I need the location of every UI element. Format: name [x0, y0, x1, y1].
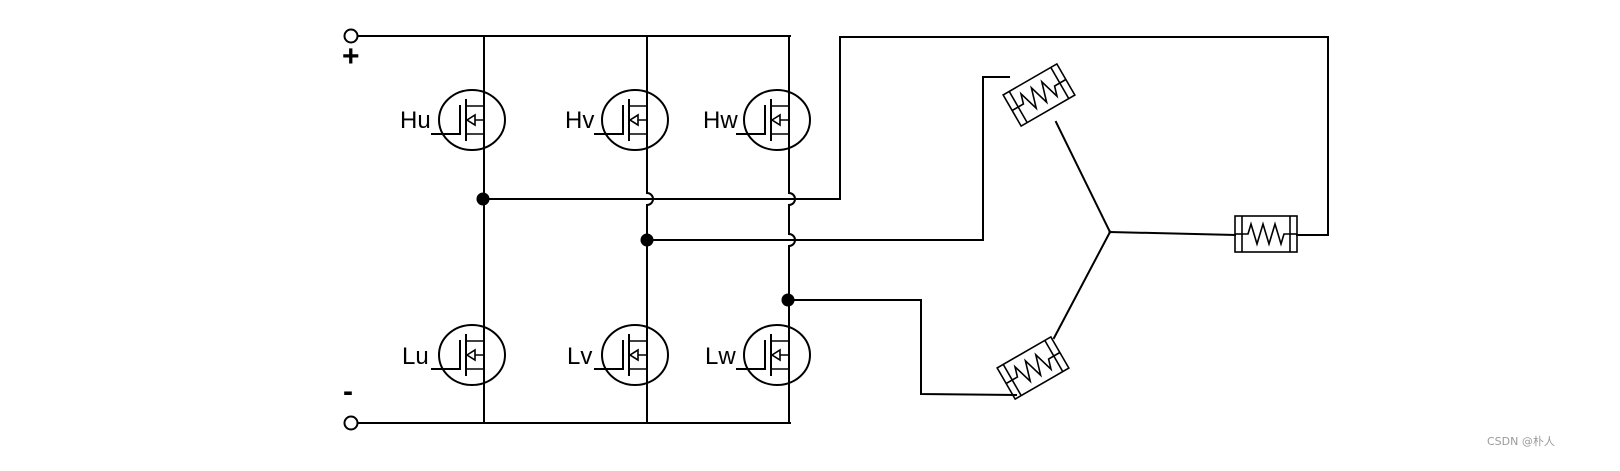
- phase-v-wire: [646, 76, 1010, 241]
- motor-windings: [996, 63, 1298, 400]
- phase-w-wire: [788, 299, 1018, 397]
- mosfet-lu: [431, 324, 506, 386]
- label-hu: Hu: [400, 107, 431, 134]
- watermark: CSDN @朴人: [1487, 434, 1555, 448]
- negative-sign: -: [343, 375, 353, 408]
- mosfet-hw: [736, 89, 811, 151]
- mosfet-lv: [594, 324, 669, 386]
- label-hw: Hw: [703, 107, 738, 134]
- negative-terminal: [343, 415, 359, 431]
- leg-v: [645, 35, 654, 424]
- label-hv: Hv: [565, 107, 594, 134]
- mosfet-lw: [736, 324, 811, 386]
- label-lw: Lw: [705, 343, 736, 370]
- junction-w: [781, 293, 795, 307]
- winding-right: [1234, 215, 1298, 253]
- winding-bottom: [996, 336, 1070, 400]
- junction-v: [640, 233, 654, 247]
- phase-u-wire: [483, 36, 1329, 236]
- positive-sign: +: [342, 40, 360, 73]
- winding-top: [1002, 63, 1076, 127]
- mosfet-hu: [431, 89, 506, 151]
- label-lu: Lu: [402, 343, 429, 370]
- label-lv: Lv: [567, 343, 592, 370]
- junction-u: [476, 192, 490, 206]
- mosfet-hv: [594, 89, 669, 151]
